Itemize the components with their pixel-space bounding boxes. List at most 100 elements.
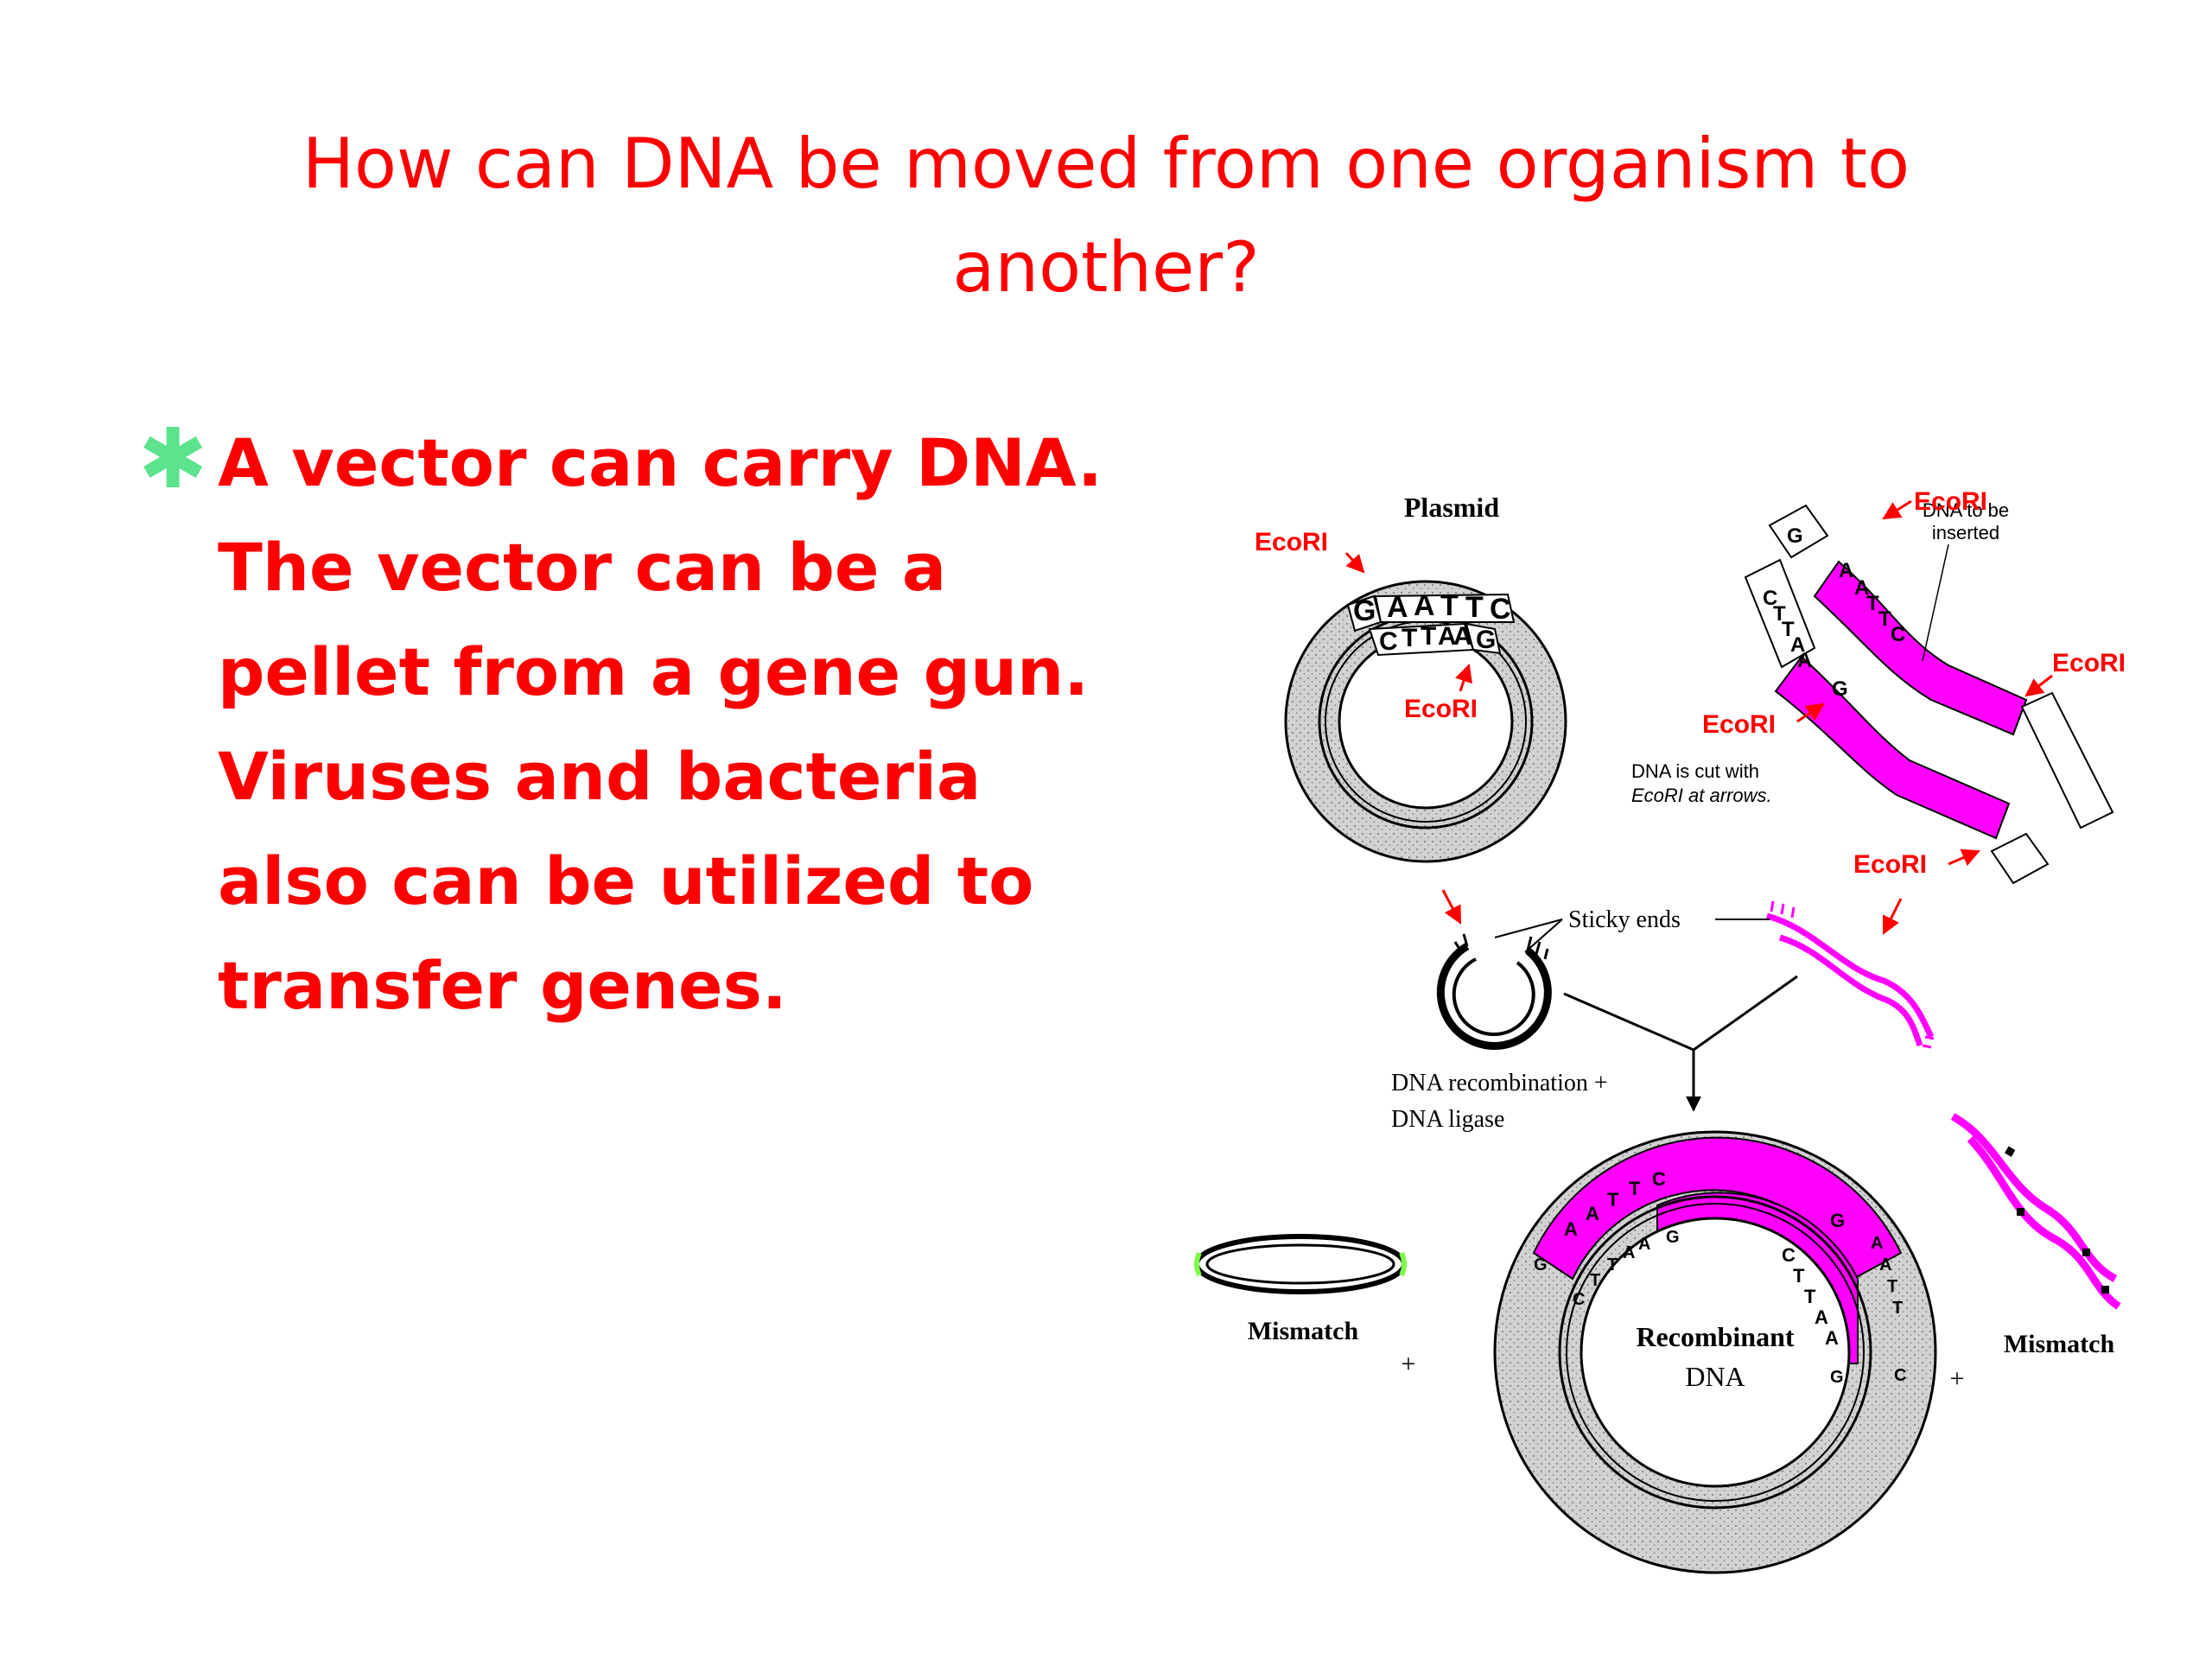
plasmid-top-sequence: G A A T T C — [1353, 589, 1511, 627]
recomb-base: A — [1815, 1306, 1828, 1328]
fragment-bottom-base: A — [1797, 649, 1812, 672]
recombinant-right-outer-sequence: G A A T T C — [1830, 1234, 1908, 1387]
plasmid-top-base: A — [1414, 589, 1434, 622]
recomb-base: C — [1894, 1366, 1906, 1385]
ecori-arrow — [1796, 702, 1825, 723]
recombinant-label-line-1: Recombinant — [1636, 1321, 1794, 1352]
fragment-bottom-base: G — [1832, 677, 1848, 701]
plasmid-top-base: G — [1353, 594, 1376, 627]
ecori-label: EcoRI — [1255, 528, 1328, 556]
bullet-line-2: The vector can be a — [218, 529, 947, 606]
recomb-base: G — [1534, 1255, 1548, 1274]
ecori-arrow — [1948, 849, 1980, 867]
plasmid-bottom-base: T — [1402, 624, 1417, 652]
plasmid-bottom-base: A — [1438, 622, 1456, 651]
recomb-base: G — [1830, 1210, 1845, 1231]
recombinant-right-inner-sequence: G C T T A A — [1782, 1210, 1850, 1349]
plasmid-bottom-base: A — [1453, 622, 1471, 651]
cut-note-line-1: DNA is cut with — [1631, 760, 1759, 782]
plus-sign: + — [1402, 1350, 1416, 1378]
plasmid-bottom-base: T — [1421, 622, 1436, 651]
plasmid-label: Plasmid — [1404, 492, 1499, 523]
recombinant-dna-diagram: Plasmid G A A T T C C T T A A G EcoRI Ec… — [1194, 487, 2126, 1574]
sticky-ends-pointer — [1494, 918, 1563, 938]
fragment-top-base: G — [1787, 524, 1803, 548]
plasmid-top-base: T — [1465, 591, 1484, 624]
cut-insert-fragment-icon — [1766, 900, 1935, 1049]
asterisk-bullet-icon: ✱ — [138, 410, 208, 507]
recomb-base: A — [1564, 1218, 1578, 1240]
recomb-base: T — [1793, 1265, 1805, 1287]
insert-dna-fragment — [1744, 504, 2114, 885]
slide-title-line-1: How can DNA be moved from one organism t… — [302, 124, 1910, 204]
ecori-arrow — [2024, 674, 2053, 697]
recomb-base: T — [1607, 1255, 1618, 1274]
recomb-base: T — [1892, 1299, 1903, 1318]
recomb-base: T — [1887, 1277, 1897, 1296]
cut-plasmid-icon — [1436, 933, 1552, 1050]
cut-note-line-2: EcoRI at arrows. — [1631, 785, 1772, 806]
plasmid-top-base: A — [1387, 591, 1408, 624]
ecori-label: EcoRI — [2052, 649, 2126, 677]
ecori-label: EcoRI — [1914, 487, 1987, 516]
mismatch-fragment-icon — [1950, 1113, 2121, 1310]
recombination-line-1: DNA recombination + — [1391, 1070, 1608, 1096]
recomb-base: G — [1830, 1368, 1844, 1387]
bullet-line-1: A vector can carry DNA. — [218, 424, 1103, 501]
ecori-arrow — [1882, 499, 1912, 520]
recomb-base: A — [1623, 1243, 1635, 1262]
fragment-bottom-base: T — [1782, 618, 1795, 641]
mismatch-label: Mismatch — [2004, 1330, 2115, 1358]
bullet-line-5: also can be utilized to — [218, 842, 1034, 919]
recomb-base: C — [1652, 1168, 1666, 1190]
recomb-base: A — [1879, 1255, 1891, 1274]
recombinant-label-line-2: DNA — [1685, 1361, 1745, 1392]
plasmid-bottom-base: G — [1476, 626, 1496, 654]
flow-arrow — [1441, 889, 1462, 925]
recomb-base: T — [1590, 1271, 1600, 1290]
recombinant-left-outer-sequence: A A T T C — [1564, 1168, 1666, 1240]
flow-arrow — [1882, 898, 1903, 935]
recombinant-left-inner-sequence: G C T T A A G — [1534, 1228, 1680, 1309]
recomb-base: C — [1782, 1244, 1796, 1266]
mismatch-label: Mismatch — [1248, 1317, 1359, 1345]
plasmid-top-base: T — [1440, 589, 1459, 622]
fragment-bottom-base: A — [1790, 633, 1805, 657]
fragment-top-base: T — [1866, 592, 1879, 615]
merge-line — [1693, 975, 1798, 1052]
recomb-base: C — [1573, 1290, 1585, 1309]
recomb-base: A — [1638, 1235, 1650, 1254]
recomb-base: T — [1804, 1286, 1816, 1307]
fragment-bottom-base: T — [1773, 602, 1786, 626]
recombination-line-2: DNA ligase — [1391, 1106, 1504, 1133]
insert-label-pointer — [1922, 543, 1949, 662]
recombinant-plasmid — [1493, 1130, 1937, 1574]
fragment-top-base: T — [1878, 607, 1891, 631]
fragment-top-sequence: G A A T T C — [1787, 524, 1905, 646]
fragment-bottom-base: C — [1763, 587, 1777, 610]
sticky-ends-label: Sticky ends — [1568, 906, 1681, 933]
plasmid-bottom-sequence: C T T A A G — [1379, 622, 1496, 656]
recomb-base: T — [1607, 1189, 1619, 1211]
bullet-text: A vector can carry DNA. The vector can b… — [218, 410, 1168, 1038]
plasmid-top-base: C — [1490, 593, 1511, 626]
fragment-top-base: A — [1854, 576, 1869, 600]
ecori-arrow — [1455, 664, 1472, 692]
fragment-top-base: C — [1891, 623, 1905, 646]
bullet-line-6: transfer genes. — [218, 947, 787, 1024]
recomb-base: G — [1666, 1228, 1680, 1247]
insert-label-line-2: inserted — [1932, 522, 1999, 543]
slide-title: How can DNA be moved from one organism t… — [0, 112, 2212, 320]
plus-sign: + — [1950, 1364, 1965, 1393]
bullet-line-3: pellet from a gene gun. — [218, 633, 1090, 710]
bullet-line-4: Viruses and bacteria — [218, 738, 982, 815]
recomb-base: A — [1871, 1234, 1883, 1253]
mismatch-plasmid-icon — [1194, 1234, 1407, 1294]
sticky-ends-pointer — [1524, 918, 1563, 953]
recomb-base: A — [1825, 1327, 1839, 1349]
plasmid-bottom-base: C — [1379, 627, 1398, 656]
merge-line — [1563, 992, 1694, 1052]
ecori-arrow — [1344, 551, 1365, 574]
ecori-label: EcoRI — [1702, 710, 1776, 739]
ecori-label: EcoRI — [1853, 850, 1927, 879]
